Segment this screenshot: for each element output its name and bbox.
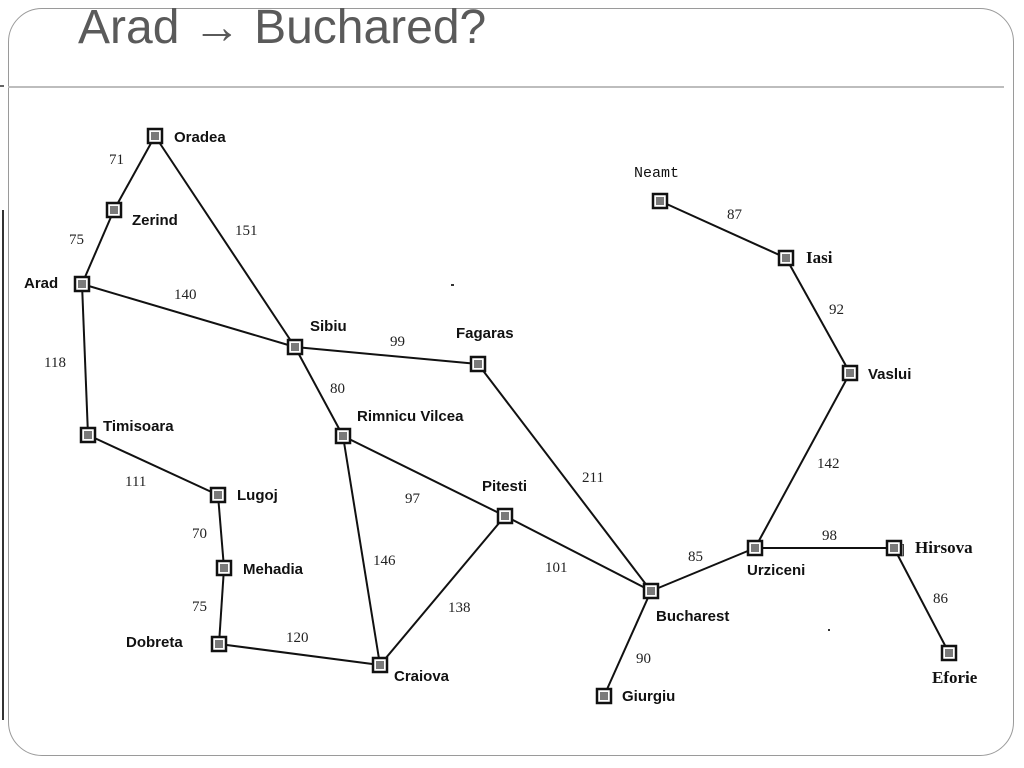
- distance-label-oradea-zerind: 71: [109, 152, 124, 168]
- road-lugoj-mehadia: [217, 494, 225, 569]
- distance-label-urziceni-vaslui: 142: [817, 456, 840, 472]
- city-label-fagaras: Fagaras: [456, 325, 514, 342]
- city-node-arad: [73, 275, 91, 293]
- distance-label-sibiu-fagaras: 99: [390, 334, 405, 350]
- city-node-iasi: [777, 249, 795, 267]
- road-oradea-zerind: [113, 135, 156, 211]
- distance-label-zerind-arad: 75: [69, 232, 84, 248]
- city-node-sibiu: [286, 338, 304, 356]
- distance-label-oradea-sibiu: 151: [235, 223, 258, 239]
- city-label-oradea: Oradea: [174, 129, 226, 146]
- road-zerind-arad: [81, 209, 115, 285]
- roads-layer: [81, 135, 950, 697]
- distance-label-fagaras-bucharest: 211: [582, 470, 604, 486]
- city-label-vaslui: Vaslui: [868, 366, 911, 383]
- city-node-lugoj: [209, 486, 227, 504]
- scan-speck: [451, 284, 454, 286]
- distance-labels: 71 75 151 140 118 111 70 75 120 99 80 97 146 138 211 10…: [44, 152, 949, 667]
- distance-label-timisoara-lugoj: 111: [125, 474, 146, 490]
- city-label-rimnicu: Rimnicu Vilcea: [357, 408, 464, 425]
- city-node-eforie: [940, 644, 958, 662]
- city-node-hirsova: [885, 539, 903, 557]
- road-sibiu-fagaras: [294, 346, 479, 365]
- city-node-dobreta: [210, 635, 228, 653]
- road-craiova-pitesti: [379, 515, 506, 666]
- road-rimnicu-pitesti: [342, 435, 506, 517]
- city-label-eforie: Eforie: [932, 668, 978, 687]
- distance-label-bucharest-giurgiu: 90: [636, 651, 651, 667]
- road-mehadia-dobreta: [218, 567, 225, 645]
- road-urziceni-vaslui: [754, 372, 851, 549]
- road-vaslui-iasi: [785, 257, 851, 374]
- distance-label-rimnicu-pitesti: 97: [405, 491, 421, 507]
- city-node-rimnicu: [334, 427, 352, 445]
- road-iasi-neamt: [659, 200, 787, 259]
- road-arad-timisoara: [81, 283, 89, 436]
- slide-frame: [8, 8, 1014, 756]
- distance-label-dobreta-craiova: 120: [286, 630, 309, 646]
- city-label-giurgiu: Giurgiu: [622, 688, 675, 705]
- city-label-iasi: Iasi: [806, 248, 833, 267]
- road-bucharest-urziceni: [650, 547, 756, 592]
- city-node-craiova: [371, 656, 389, 674]
- city-node-pitesti: [496, 507, 514, 525]
- distance-label-craiova-pitesti: 138: [448, 600, 471, 616]
- city-label-lugoj: Lugoj: [237, 487, 278, 504]
- road-pitesti-bucharest: [504, 515, 652, 592]
- distance-label-sibiu-rimnicu: 80: [330, 381, 345, 397]
- city-label-mehadia: Mehadia: [243, 561, 304, 578]
- title-divider: [8, 86, 1004, 88]
- distance-label-hirsova-eforie: 86: [933, 591, 949, 607]
- distance-label-rimnicu-craiova: 146: [373, 553, 396, 569]
- city-node-mehadia: [215, 559, 233, 577]
- road-dobreta-craiova: [218, 643, 381, 666]
- hirsova-marker-bracket: ]: [900, 542, 905, 558]
- distance-label-urziceni-hirsova: 98: [822, 528, 837, 544]
- city-nodes: [73, 127, 958, 705]
- distance-label-bucharest-urziceni: 85: [688, 549, 703, 565]
- city-node-vaslui: [841, 364, 859, 382]
- road-hirsova-eforie: [893, 547, 950, 654]
- city-node-urziceni: [746, 539, 764, 557]
- city-label-pitesti: Pitesti: [482, 478, 527, 495]
- city-node-fagaras: [469, 355, 487, 373]
- city-label-urziceni: Urziceni: [747, 562, 805, 579]
- distance-label-vaslui-iasi: 92: [829, 302, 844, 318]
- city-node-bucharest: [642, 582, 660, 600]
- slide-title: Arad → Buchared?: [78, 1, 487, 54]
- road-timisoara-lugoj: [87, 434, 219, 496]
- scan-speck: [828, 629, 830, 631]
- city-label-sibiu: Sibiu: [310, 318, 347, 335]
- road-fagaras-bucharest: [477, 363, 652, 592]
- city-label-bucharest: Bucharest: [656, 608, 729, 625]
- city-labels: OradeaZerindAradSibiuTimisoaraLugojMehad…: [24, 129, 978, 705]
- city-label-zerind: Zerind: [132, 212, 178, 229]
- city-node-oradea: [146, 127, 164, 145]
- distance-label-arad-sibiu: 140: [174, 287, 197, 303]
- road-oradea-sibiu: [154, 135, 296, 348]
- distance-label-mehadia-dobreta: 75: [192, 599, 207, 615]
- city-label-neamt: Neamt: [634, 165, 679, 182]
- road-sibiu-rimnicu: [294, 346, 344, 437]
- road-rimnicu-craiova: [342, 435, 381, 666]
- distance-label-iasi-neamt: 87: [727, 207, 743, 223]
- city-node-giurgiu: [595, 687, 613, 705]
- city-node-neamt: [651, 192, 669, 210]
- city-label-arad: Arad: [24, 275, 58, 292]
- distance-label-arad-timisoara: 118: [44, 355, 66, 371]
- city-node-zerind: [105, 201, 123, 219]
- city-label-timisoara: Timisoara: [103, 418, 174, 435]
- road-bucharest-giurgiu: [603, 590, 652, 697]
- distance-label-pitesti-bucharest: 101: [545, 560, 568, 576]
- city-label-dobreta: Dobreta: [126, 634, 183, 651]
- city-label-hirsova: Hirsova: [915, 538, 973, 557]
- road-arad-sibiu: [81, 283, 296, 348]
- distance-label-lugoj-mehadia: 70: [192, 526, 207, 542]
- city-label-craiova: Craiova: [394, 668, 450, 685]
- city-node-timisoara: [79, 426, 97, 444]
